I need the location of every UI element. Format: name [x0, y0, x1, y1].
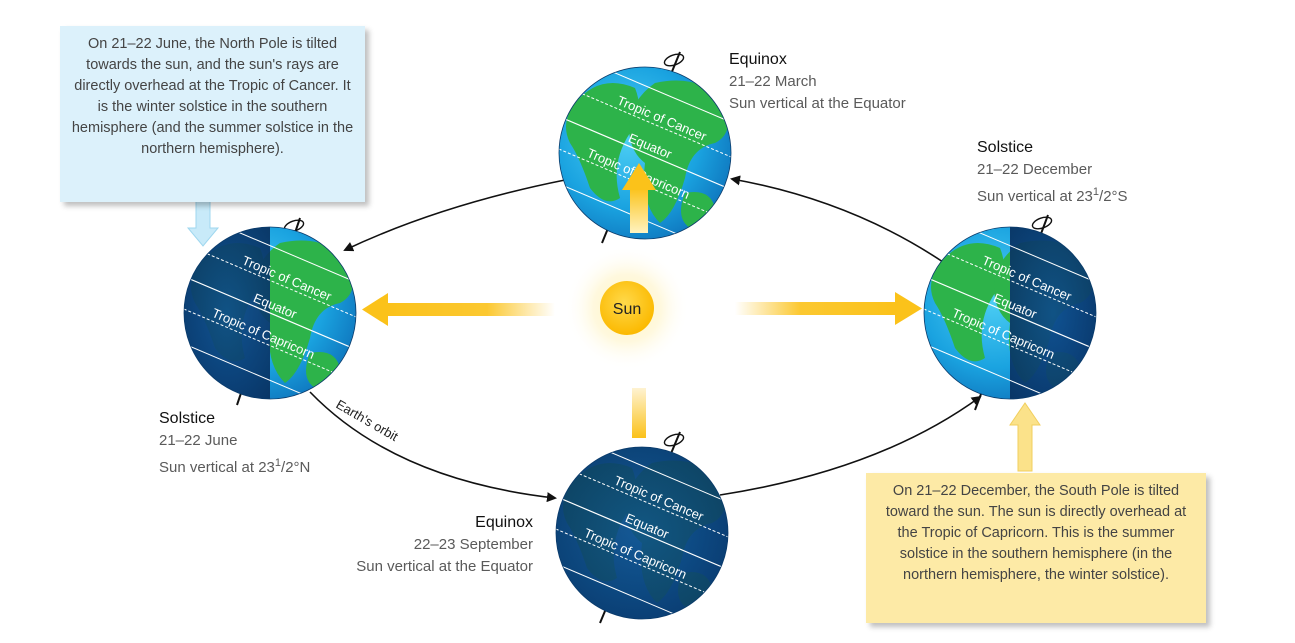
equator-line: [559, 114, 731, 192]
south-callout-arrow: [1009, 402, 1041, 472]
caption-desc: Sun vertical at 231/2°S: [977, 181, 1128, 208]
caption-date: 21–22 June: [159, 432, 238, 449]
caption-title: Solstice: [159, 410, 216, 427]
caption-date: 21–22 December: [977, 161, 1093, 178]
orbit-arc-december-march: [730, 175, 944, 263]
rotation-arrow-icon: [663, 53, 685, 67]
caption-desc-prefix: Sun vertical at 23: [159, 459, 275, 476]
globe-outline: [923, 226, 1097, 400]
ray-left-shaft: [385, 303, 555, 316]
continent-east: [254, 240, 354, 383]
caption-december: Solstice 21–22 December Sun vertical at …: [977, 137, 1128, 208]
rotation-arrow-icon: [1031, 216, 1053, 230]
ray-up-head: [622, 163, 656, 190]
caption-title: Equinox: [475, 514, 533, 531]
ray-right-shaft: [735, 302, 898, 315]
sun-label: Sun: [613, 301, 641, 318]
rotation-arrow-icon: [663, 433, 685, 447]
north-pole-note: On 21–22 June, the North Pole is tilted …: [60, 26, 365, 202]
sun-disc: [600, 281, 654, 335]
south-pole-note: On 21–22 December, the South Pole is til…: [866, 473, 1206, 623]
orbit-label: Earth's orbit: [334, 397, 402, 445]
tropic-cancer-line: [933, 247, 1096, 324]
globe-outline: [558, 66, 732, 240]
globe-outline: [555, 446, 729, 620]
equator-line: [924, 274, 1096, 352]
ray-down: [632, 388, 646, 438]
tropic-capricorn-line: [184, 302, 347, 379]
equator-line: [556, 494, 728, 572]
caption-desc-suffix: /2°S: [1099, 188, 1128, 205]
globe-outline: [183, 226, 357, 400]
caption-desc-prefix: Sun vertical at 23: [977, 188, 1093, 205]
continent-west: [931, 243, 1004, 362]
orbit-arc-june-september: [309, 391, 557, 503]
ray-up-shaft: [630, 188, 648, 233]
tropic-cancer-line: [193, 247, 356, 324]
caption-desc: Sun vertical at the Equator: [356, 558, 533, 575]
caption-june: Solstice 21–22 June Sun vertical at 231/…: [159, 408, 310, 479]
orbit-arc-march-june: [343, 179, 566, 252]
continent-west: [566, 83, 639, 202]
tropic-capricorn-line: [556, 522, 719, 599]
caption-september: Equinox 22–23 September Sun vertical at …: [300, 512, 533, 578]
ray-left-head: [362, 293, 388, 326]
equator-line: [184, 274, 356, 352]
caption-desc-fraction: 1: [1092, 186, 1100, 198]
ray-right-head: [895, 292, 922, 325]
caption-march: Equinox 21–22 March Sun vertical at the …: [729, 49, 906, 115]
tropic-cancer-line: [568, 87, 731, 164]
caption-desc-suffix: /2°N: [281, 459, 311, 476]
caption-date: 21–22 March: [729, 73, 817, 90]
tropic-capricorn-line: [924, 302, 1087, 379]
caption-date: 22–23 September: [413, 536, 533, 553]
caption-desc: Sun vertical at the Equator: [729, 95, 906, 112]
north-callout-arrow: [186, 198, 220, 247]
caption-desc-fraction: 1: [274, 457, 282, 469]
caption-title: Solstice: [977, 139, 1034, 156]
orbit-arc-september-december: [719, 395, 982, 496]
caption-title: Equinox: [729, 51, 787, 68]
caption-desc: Sun vertical at 231/2°N: [159, 452, 310, 479]
tropic-cancer-line: [565, 467, 728, 544]
